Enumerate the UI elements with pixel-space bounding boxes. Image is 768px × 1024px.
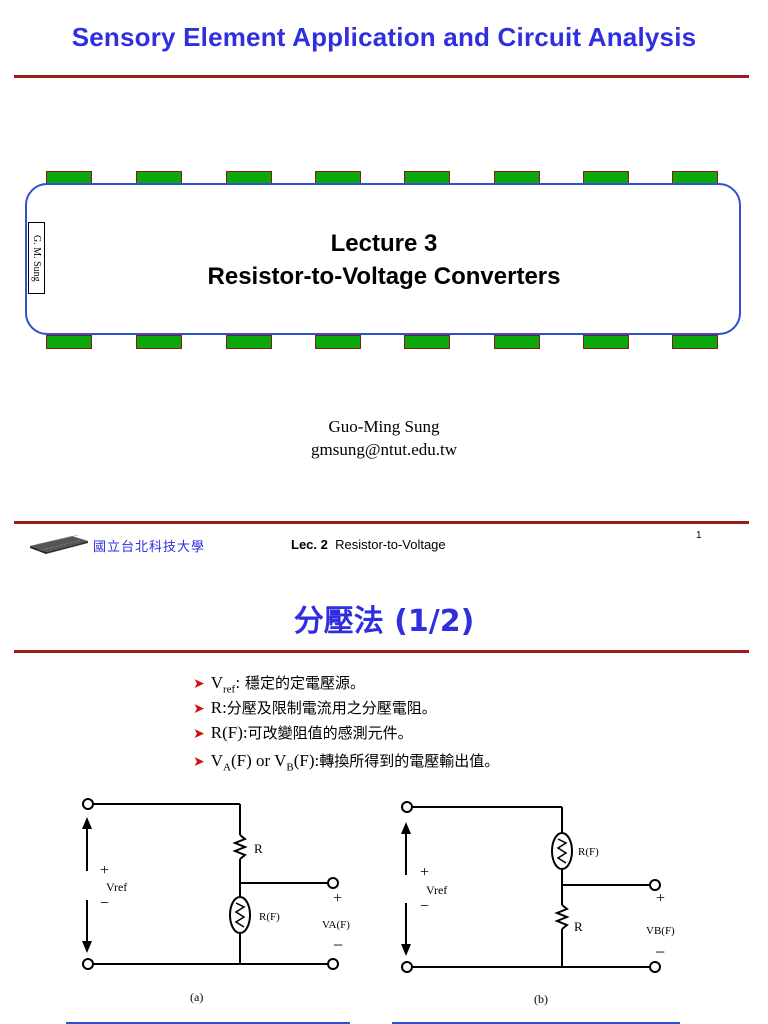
bullet-rf-text: 可改變阻值的感測元件。	[247, 724, 413, 742]
bullet-vb-symbol: V	[274, 751, 287, 770]
circuit-a-out-plus: +	[333, 890, 342, 907]
bullet-vout-end: (F):	[293, 751, 320, 770]
lecture-title: Resistor-to-Voltage Converters	[207, 263, 561, 290]
lecture-number: Lecture 3	[330, 230, 438, 257]
footer-lec-title: Resistor-to-Voltage	[335, 537, 446, 552]
slide2-title-rule	[14, 650, 749, 653]
chip-pin	[226, 335, 272, 349]
bullet-r: ➤ R:分壓及限制電流用之分壓電阻。	[193, 697, 437, 718]
chip-pin	[136, 335, 182, 349]
slide2-title: 分壓法 (1/2)	[293, 604, 475, 639]
circuit-a-minus: −	[100, 895, 109, 912]
bullet-vref-sub: ref	[223, 683, 236, 696]
bullet-vref: ➤ Vref: 穩定的定電壓源。	[193, 672, 365, 695]
circuit-b-vref: Vref	[426, 883, 447, 897]
footer-rule	[14, 521, 749, 524]
bullet-vref-symbol: V	[210, 673, 224, 692]
page-number: 1	[696, 530, 702, 541]
voltage-divider-circuits: R R(F) + Vref − + VA(F) − (a) R(F) R + V…	[66, 798, 680, 1024]
circuit-b	[401, 801, 661, 973]
circuit-a-vref: Vref	[106, 880, 127, 894]
circuit-a	[82, 798, 339, 970]
footer-lecture: Lec. 2 Resistor-to-Voltage	[291, 537, 446, 552]
bullet-vout: ➤VA(F) or VB(F):轉換所得到的電壓輸出值。	[193, 750, 499, 773]
footer-lec-prefix: Lec. 2	[291, 537, 328, 552]
bullet-vref-text: : 穩定的定電壓源。	[235, 674, 366, 692]
chip-body	[25, 183, 741, 335]
circuit-a-vout: VA(F)	[322, 919, 350, 931]
bullet-r-text: 分壓及限制電流用之分壓電阻。	[226, 699, 437, 717]
bullet-arrow-icon: ➤	[193, 755, 205, 770]
author-side-tag: G. M. Sung	[28, 222, 45, 294]
chip-pin	[672, 335, 718, 349]
circuit-a-caption: (a)	[190, 990, 203, 1004]
chip-pin	[494, 335, 540, 349]
bullet-arrow-icon: ➤	[193, 727, 205, 742]
bullet-vb-sub: B	[286, 761, 294, 774]
bullet-vout-text: 轉換所得到的電壓輸出值。	[319, 752, 500, 770]
chip-pin	[583, 335, 629, 349]
circuit-b-caption: (b)	[534, 992, 548, 1006]
bullet-r-symbol: R:	[210, 698, 227, 717]
chip-pin	[46, 335, 92, 349]
author-email: gmsung@ntut.edu.tw	[311, 440, 457, 459]
bullet-vout-mid: (F) or	[230, 751, 275, 770]
circuit-b-out-minus: −	[655, 942, 665, 962]
circuit-b-out-plus: +	[656, 890, 665, 907]
chip-pin	[404, 335, 450, 349]
circuit-a-r-label: R	[254, 841, 263, 856]
footer-school: 國立台北科技大學	[93, 540, 206, 555]
side-tag-text: G. M. Sung	[31, 234, 42, 282]
circuit-b-rf-label: R(F)	[578, 846, 599, 858]
circuit-b-vout: VB(F)	[646, 925, 675, 937]
arrow-down-icon	[401, 944, 411, 956]
slide1-title: Sensory Element Application and Circuit …	[71, 22, 697, 52]
bullet-rf-symbol: R(F):	[210, 723, 248, 742]
chip-pin	[315, 335, 361, 349]
arrow-down-icon	[82, 941, 92, 953]
circuit-b-plus: +	[420, 864, 429, 881]
circuit-a-out-minus: −	[333, 935, 343, 955]
bullet-rf: ➤ R(F):可改變阻值的感測元件。	[193, 722, 413, 743]
bullet-arrow-icon: ➤	[193, 677, 205, 692]
circuit-b-minus: −	[420, 898, 429, 915]
bullet-arrow-icon: ➤	[193, 702, 205, 717]
circuit-a-rf-label: R(F)	[259, 911, 280, 923]
chip-logo-icon	[30, 534, 88, 554]
title-rule	[14, 75, 749, 78]
arrow-up-icon	[401, 822, 411, 834]
bullet-va-sub: A	[223, 761, 231, 774]
circuit-b-r-label: R	[574, 919, 583, 934]
circuit-a-plus: +	[100, 862, 109, 879]
author-name: Guo-Ming Sung	[328, 417, 440, 436]
bullet-va-symbol: V	[210, 751, 224, 770]
arrow-up-icon	[82, 817, 92, 829]
